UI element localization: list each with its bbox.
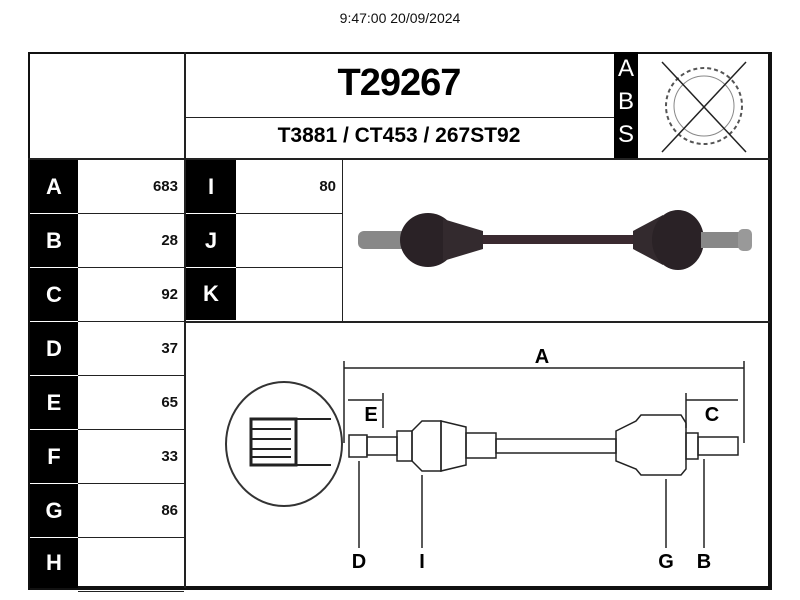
drive-shaft-photo (358, 210, 752, 270)
dim-label-b: B (30, 214, 78, 267)
divider (78, 537, 184, 538)
dim-label-c: C (30, 268, 78, 321)
abs-letter: S (617, 121, 634, 148)
dim-label-h: H (30, 538, 78, 588)
dim-value-g: 86 (161, 502, 178, 519)
divider (78, 213, 184, 214)
dim-label-d: D (352, 551, 366, 573)
dim-value-f: 33 (161, 448, 178, 465)
dim-label-e: E (30, 376, 78, 429)
divider (236, 267, 342, 268)
dim-label-e: E (364, 404, 377, 426)
dim-value-a: 683 (152, 178, 178, 195)
divider (78, 429, 184, 430)
dim-value-e: 65 (161, 394, 178, 411)
dim-label-g: G (658, 551, 674, 573)
abs-ring-crossed-icon (661, 61, 747, 153)
dim-value-b: 28 (161, 232, 178, 249)
dim-value-c: 92 (161, 286, 178, 303)
dim-label-i: I (419, 551, 425, 573)
abs-letter: A (617, 55, 634, 82)
part-number: T29267 (337, 62, 462, 104)
dim-label-i: I (186, 160, 236, 213)
divider (184, 52, 186, 588)
divider (184, 117, 614, 118)
abs-label: A B S (614, 52, 638, 158)
dim-label-j: J (186, 214, 236, 267)
divider (78, 375, 184, 376)
dim-label-f: F (30, 430, 78, 483)
dim-value-i: 80 (319, 178, 336, 195)
divider (78, 591, 184, 592)
divider (184, 321, 770, 323)
spec-sheet-frame (28, 52, 772, 590)
divider (28, 158, 770, 160)
divider (78, 267, 184, 268)
drive-shaft-diagram: A E C D I G B (225, 346, 745, 573)
dim-label-b: B (697, 551, 711, 573)
dim-label-g: G (30, 484, 78, 537)
timestamp: 9:47:00 20/09/2024 (339, 10, 461, 26)
dim-label-k: K (186, 268, 236, 320)
dim-label-d: D (30, 322, 78, 375)
divider (78, 483, 184, 484)
dim-label-a: A (30, 160, 78, 213)
divider (236, 213, 342, 214)
dim-label-c: C (705, 404, 719, 426)
divider (342, 160, 343, 322)
divider (78, 321, 184, 322)
dim-label-a: A (535, 346, 549, 368)
abs-letter: B (617, 88, 634, 115)
cross-references: T3881 / CT453 / 267ST92 (277, 124, 521, 147)
dim-value-d: 37 (161, 340, 178, 357)
